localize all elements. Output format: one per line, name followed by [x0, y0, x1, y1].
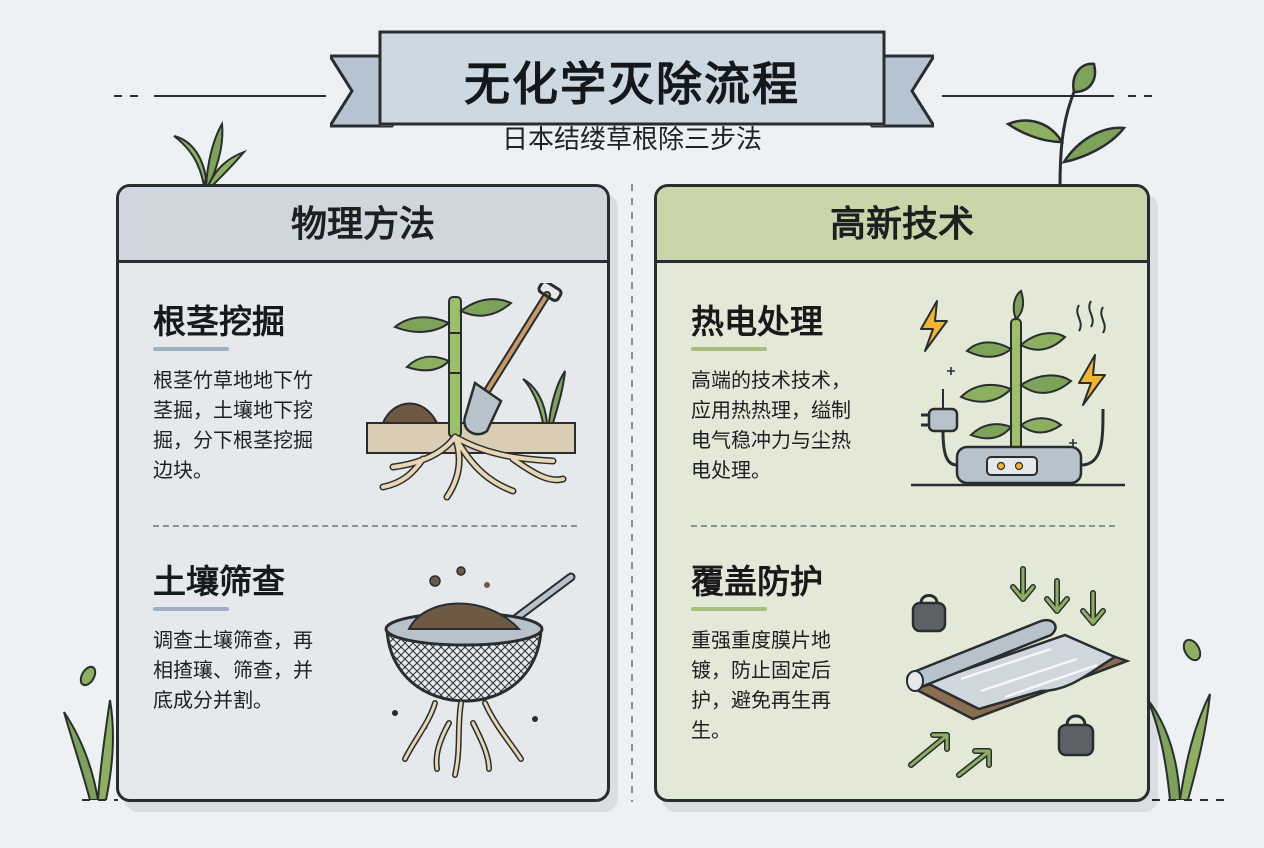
shovel-roots-icon: [366, 283, 576, 501]
title-banner: 无化学灭除流程: [330, 28, 934, 140]
section-text-cover-protection: 重强重度膜片地 镀，防止固定后 护，避免再生再 生。: [691, 628, 831, 742]
center-divider: [631, 184, 633, 802]
page-subtitle: 日本结缕草根除三步法: [501, 125, 762, 155]
panel-title-high-tech: 高新技术: [657, 187, 1147, 263]
section-text-thermal-electric: 高端的技术技术， 应用热热理，缢制 电气稳冲力与尘热 电处理。: [691, 368, 851, 482]
top-right-dash-line: [942, 95, 1154, 97]
section-title-rhizome-digging: 根茎挖掘: [153, 302, 285, 341]
section-text-soil-sieving: 调查土壤筛查，再 相揸瓖、筛查，并 底成分并割。: [153, 628, 313, 712]
leaf-plant-icon: [1005, 62, 1127, 188]
section-underline: [153, 347, 229, 351]
sieve-soil-icon: [384, 566, 576, 778]
high-tech-panel: 高新技术 热电处理 高端的技术技术， 应用热热理，缢制 电气稳冲力与尘热 电处理…: [654, 184, 1150, 802]
page-title: 无化学灭除流程: [464, 57, 800, 111]
section-underline: [153, 607, 229, 611]
section-title-thermal-electric: 热电处理: [691, 302, 823, 341]
bottom-right-grass-icon: [1147, 638, 1211, 800]
electric-plant-icon: [911, 289, 1125, 487]
section-title-cover-protection: 覆盖防护: [691, 562, 823, 601]
section-divider: [691, 525, 1115, 527]
bottom-left-grass-icon: [63, 665, 114, 800]
physical-methods-panel: 物理方法 根茎挖掘 根茎竹草地地下竹 茎掘，土壤地下挖 掘，分下根茎挖掘 边块。…: [116, 184, 610, 802]
section-underline: [691, 607, 767, 611]
panel-title-physical: 物理方法: [119, 187, 607, 263]
section-divider: [153, 525, 577, 527]
section-text-rhizome-digging: 根茎竹草地地下竹 茎掘，土壤地下挖 掘，分下根茎挖掘 边块。: [153, 368, 313, 482]
top-left-dash-line: [114, 95, 326, 97]
bottom-right-dash-line: [1152, 799, 1228, 801]
bottom-left-dash-line: [82, 799, 118, 801]
grass-sprout-icon: [173, 120, 248, 188]
section-underline: [691, 347, 767, 351]
section-title-soil-sieving: 土壤筛查: [153, 562, 285, 601]
cover-sheet-icon: [906, 566, 1131, 778]
